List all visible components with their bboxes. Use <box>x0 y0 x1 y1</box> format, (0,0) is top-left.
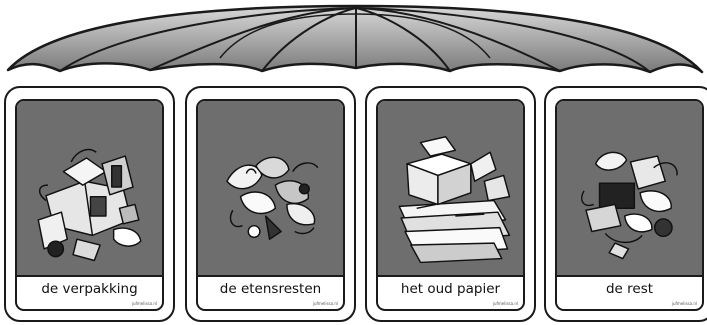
card-frame: de verpakking jufmelissa.nl <box>15 99 164 311</box>
card-frame: de rest jufmelissa.nl <box>555 99 704 311</box>
card-illustration <box>378 101 523 277</box>
packaging-waste-icon <box>37 148 142 262</box>
card-label: de verpakking <box>41 281 138 297</box>
card-credit: jufmelissa.nl <box>312 301 338 306</box>
card-label: het oud papier <box>400 281 501 297</box>
card-frame: de etensresten jufmelissa.nl <box>196 99 345 311</box>
paper-waste-icon <box>398 136 511 264</box>
umbrella-canopy <box>6 4 704 74</box>
card-credit: jufmelissa.nl <box>671 301 697 306</box>
card-label: de etensresten <box>219 281 322 297</box>
card-illustration <box>557 101 702 277</box>
card-illustration <box>17 101 162 277</box>
card-packaging[interactable]: de verpakking jufmelissa.nl <box>4 86 175 322</box>
card-credit: jufmelissa.nl <box>492 301 518 306</box>
card-label: de rest <box>605 281 654 297</box>
card-waste-paper[interactable]: het oud papier jufmelissa.nl <box>365 86 536 322</box>
residual-waste-icon <box>581 151 678 260</box>
card-credit: jufmelissa.nl <box>131 301 157 306</box>
card-frame: het oud papier jufmelissa.nl <box>376 99 525 311</box>
food-waste-icon <box>226 156 319 240</box>
card-illustration <box>198 101 343 277</box>
card-food-waste[interactable]: de etensresten jufmelissa.nl <box>185 86 356 322</box>
card-residual-waste[interactable]: de rest jufmelissa.nl <box>544 86 707 322</box>
